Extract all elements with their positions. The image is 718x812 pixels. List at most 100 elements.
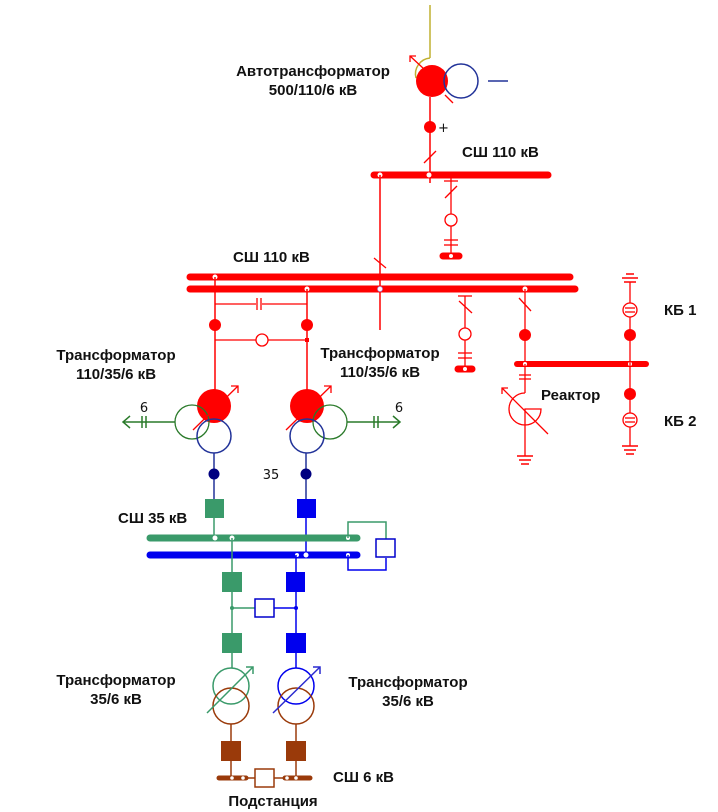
vt-node xyxy=(463,367,467,371)
breaker-reactor-feeder[interactable] xyxy=(519,329,531,341)
autotrans-lv-winding xyxy=(443,63,479,99)
coupler-green-link xyxy=(347,521,387,539)
breaker-autotrans[interactable] xyxy=(424,121,436,133)
breaker-35-left-1[interactable] xyxy=(222,572,242,592)
tap-arrow xyxy=(285,385,332,431)
transformer-right-label-1: Трансформатор xyxy=(320,345,439,362)
autotrans-arrow-tail xyxy=(444,94,454,104)
node xyxy=(294,606,298,610)
transformer-right-110-35-6[interactable] xyxy=(285,385,402,454)
tap-arrow-head xyxy=(313,666,321,674)
tap-arrow xyxy=(192,385,239,431)
hv-winding xyxy=(197,389,231,423)
vt-circle xyxy=(458,327,472,341)
bus-node xyxy=(377,286,383,292)
disconnector-autotrans[interactable] xyxy=(423,150,437,164)
bus-node xyxy=(230,776,234,780)
disconnector-tie[interactable] xyxy=(373,257,387,269)
tap-arrow-head xyxy=(246,666,254,674)
capacitor-bank-2[interactable] xyxy=(622,412,638,428)
breaker-mv-left[interactable] xyxy=(208,468,220,480)
breaker-mv-right[interactable] xyxy=(300,468,312,480)
breaker-6-right[interactable] xyxy=(286,741,306,761)
bus-node xyxy=(285,776,289,780)
transformer-left-label-1: Трансформатор xyxy=(56,347,175,364)
autotrans-feed-arc xyxy=(414,57,431,79)
section-switch[interactable] xyxy=(255,333,269,347)
kb1-label: КБ 1 xyxy=(664,302,696,319)
plus-mark: + xyxy=(438,121,449,136)
breaker-35-right-incomer[interactable] xyxy=(297,499,316,518)
kb2-circle xyxy=(622,412,638,428)
section-node xyxy=(305,338,309,342)
breaker-left-110[interactable] xyxy=(209,319,221,331)
breaker-kb1[interactable] xyxy=(624,329,636,341)
autotrans-label-1: Автотрансформатор xyxy=(236,63,390,80)
bus-6kv-label: СШ 6 кВ xyxy=(333,769,394,786)
transformer-right-label-2: 110/35/6 кВ xyxy=(340,364,420,381)
bus-110kv-main-label: СШ 110 кВ xyxy=(233,249,310,266)
hv-winding xyxy=(277,667,315,705)
tert-right-label: 6 xyxy=(395,401,403,416)
coupler-blue-link xyxy=(347,555,387,571)
transformer-left-label-2: 110/35/6 кВ xyxy=(76,366,156,383)
autotrans-arrow-head xyxy=(409,55,416,62)
capacitor-bank-1[interactable] xyxy=(622,302,638,318)
vt-disconnector xyxy=(444,185,458,199)
section-breaker-35[interactable] xyxy=(254,598,275,618)
tap-arrow-head xyxy=(231,385,239,393)
section-breaker-6[interactable] xyxy=(254,768,275,788)
vt-circle xyxy=(444,213,458,227)
transformer-right-35-6[interactable] xyxy=(272,666,321,725)
substation-label: Подстанция xyxy=(228,793,317,810)
tap-arrow xyxy=(206,666,254,714)
autotrans-hv-winding xyxy=(416,65,448,97)
transformer35-left-label-2: 35/6 кВ xyxy=(90,691,142,708)
transformer35-right-label-1: Трансформатор xyxy=(348,674,467,691)
bus-35kv-label: СШ 35 кВ xyxy=(118,510,187,527)
bus-node xyxy=(212,535,218,541)
transformer35-right-label-2: 35/6 кВ xyxy=(382,693,434,710)
bus-node xyxy=(241,776,245,780)
lv-winding xyxy=(212,687,250,725)
autotransformer[interactable] xyxy=(409,5,508,104)
breaker-35-right-2[interactable] xyxy=(286,633,306,653)
hv-winding xyxy=(290,389,324,423)
bus-node xyxy=(303,552,309,558)
reactor-coil xyxy=(508,392,542,428)
hv-winding xyxy=(212,667,250,705)
breaker-6-left[interactable] xyxy=(221,741,241,761)
breaker-35-right-1[interactable] xyxy=(286,572,305,592)
transformer-left-110-35-6[interactable] xyxy=(121,385,239,454)
breaker-right-110[interactable] xyxy=(301,319,313,331)
arrow-right-icon xyxy=(392,415,402,429)
breaker-35-left-2[interactable] xyxy=(222,633,242,653)
kb2-label: КБ 2 xyxy=(664,413,696,430)
voltage-transformer-top[interactable] xyxy=(439,175,463,260)
breaker-kb2[interactable] xyxy=(624,388,636,400)
transformer-left-35-6[interactable] xyxy=(206,666,254,725)
bus-110kv-top-label: СШ 110 кВ xyxy=(462,144,539,161)
tert-winding xyxy=(312,404,348,440)
disconnector-reactor-feeder[interactable] xyxy=(518,297,532,312)
reactor-arrow xyxy=(501,387,549,435)
mv-label: 35 xyxy=(263,468,280,483)
reactor-arrow-head xyxy=(501,387,508,394)
transformer35-left-label-1: Трансформатор xyxy=(56,672,175,689)
tap-arrow-head xyxy=(324,385,332,393)
arrow-left-icon xyxy=(121,415,131,429)
bus-coupler-breaker[interactable] xyxy=(375,538,396,558)
autotrans-arrow xyxy=(409,55,425,70)
lv-winding xyxy=(277,687,315,725)
breaker-35-left-incomer[interactable] xyxy=(205,499,224,518)
tert-left-label: 6 xyxy=(140,401,148,416)
node xyxy=(230,606,234,610)
voltage-transformer-main[interactable] xyxy=(454,295,476,373)
tap-arrow xyxy=(272,666,321,714)
bus-node xyxy=(294,776,298,780)
vt-disconnector xyxy=(458,300,473,314)
reactor[interactable] xyxy=(501,364,549,465)
reactor-label: Реактор xyxy=(541,387,600,404)
autotrans-label-2: 500/110/6 кВ xyxy=(269,82,358,99)
